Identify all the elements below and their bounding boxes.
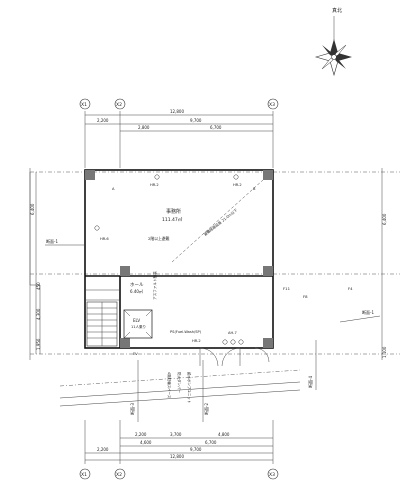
dim-bot-r2-2: 6,700 [205,440,217,445]
dim-left-1: 6,400 [30,203,35,215]
dim-bot-r2-1: 4,600 [140,440,152,445]
equip-tag: HR-6 [100,237,109,241]
elev-pit-label: EV [133,352,138,356]
hall-area: 6.40㎡ [130,288,143,294]
section-3: 断面-3 [129,403,135,415]
elevator-name: ELV [133,318,140,323]
drain-note: アスファルト舗装 [152,271,157,300]
sprinkler-note: PS(Fuel-Wash/SP) [170,330,202,334]
vertical-notes: 4階駐輪スペース 防火ダンパー 給水ポンプユニット [167,372,192,403]
doors [199,347,270,367]
equipment-tags: HR-2 HR-2 HR-6 AH-7 HR-2 [94,174,244,345]
f11-label: F11 [283,286,291,291]
dim-left-4: 1,950 [36,338,41,350]
dim-bot-total: 12,800 [170,454,184,459]
vnote-1: 4階駐輪スペース [167,372,172,399]
room-labels: 事務所 111.47㎡ ホール 6.40㎡ [130,208,183,294]
hall-name: ホール [130,282,144,288]
section-1-right: 断面-1 [362,309,374,315]
f4-label: F4 [348,286,353,291]
dim-right-1: 6,400 [382,213,387,225]
equip-tag: HR-2 [150,183,159,187]
staircase [86,301,118,347]
section-1-left: 断面-1 [46,238,58,244]
dim-bot-r1-1: 2,200 [135,432,147,437]
grid-x1-top: X1 [81,102,87,108]
vnote-2: 防火ダンパー [177,372,182,393]
grid-x3-top: X3 [269,102,275,108]
corner-b: B [253,187,256,191]
grid-x2-top: X2 [116,102,122,108]
north-label: 真北 [332,7,342,14]
grid-x2-bottom: X2 [116,472,122,478]
equip-tag: HR-2 [233,183,242,187]
dim-top-inner-1: 2,800 [138,125,150,130]
dim-top-inner-2: 6,700 [210,125,222,130]
equip-tag: HR-2 [192,339,201,343]
dim-top-seg-1: 2,200 [97,118,109,123]
dim-bot-r3-2: 9,700 [190,447,202,452]
dim-top-seg-2: 9,700 [190,118,202,123]
right-dimensions: 6,400 1,100 [382,213,387,358]
left-dimensions: 6,400 450 4,300 1,950 [30,172,41,354]
elevator-capacity: 11人乗り [131,324,146,329]
corner-a: A [112,187,115,191]
road-lines [59,369,301,407]
section-markers: 断面-1 断面-1 断面-3 断面-2 断面-4 [45,238,381,422]
f8-label: F8 [303,294,308,299]
bottom-dimensions: 2,200 3,700 4,800 4,600 6,700 2,200 9,70… [84,420,274,464]
grid-x3-bottom: X3 [269,472,275,478]
dim-bot-r1-2: 3,700 [170,432,182,437]
dim-left-2: 450 [36,282,41,290]
dim-bot-r3-1: 2,200 [97,447,109,452]
office-name: 事務所 [166,208,181,215]
building-outline [84,169,274,349]
notes: 2階以上避難 避難経路延長 21.0m以下 PS(Fuel-Wash/SP) ア… [112,179,353,356]
top-dimensions: 12,800 2,200 9,700 2,800 6,700 [84,109,274,168]
ladder-note: 2階以上避難 [148,236,170,241]
dim-bot-r1-3: 4,800 [218,432,230,437]
bottom-grid-bubbles: X1 X2 X3 [79,468,279,480]
dim-top-total: 12,800 [170,109,184,114]
equip-tag: AH-7 [228,331,237,335]
grid-x1-bottom: X1 [81,472,87,478]
office-area: 111.47㎡ [162,216,183,223]
top-grid-bubbles: X1 X2 X3 [79,98,279,110]
vnote-3: 給水ポンプユニット [187,372,192,403]
elevator: ELV 11人乗り [123,309,153,339]
north-arrow: 真北 [314,7,352,77]
dim-left-3: 4,300 [36,308,41,320]
dim-right-2: 1,100 [382,346,387,358]
diag-note: 避難経路延長 21.0m以下 [203,207,239,237]
section-2: 断面-2 [203,403,209,415]
site-boundary [29,168,400,360]
section-4: 断面-4 [307,376,313,388]
